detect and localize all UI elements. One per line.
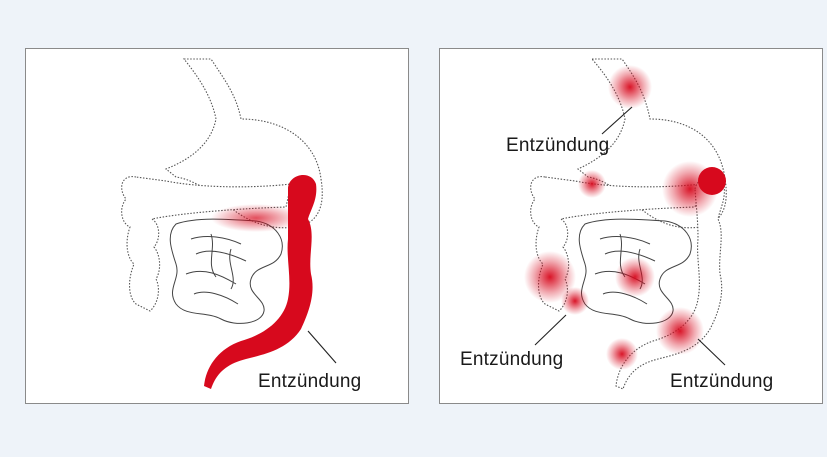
digestive-tract-illustration-left	[26, 49, 409, 404]
leader-line	[535, 315, 566, 345]
inflammation-spot	[608, 65, 652, 109]
inflammation-label: Entzündung	[258, 371, 361, 393]
inflammation-label: Entzündung	[506, 135, 609, 157]
inflammation-spot	[656, 307, 704, 355]
inflammation-spot	[698, 167, 726, 195]
inflammation-label: Entzündung	[670, 371, 773, 393]
large-intestine-shape	[122, 177, 291, 311]
leader-line	[308, 331, 336, 363]
diagram-panel-right: Entzündung Entzündung Entzündung	[439, 48, 823, 404]
inflammation-spot	[561, 287, 589, 315]
inflammation-spot	[578, 170, 606, 198]
inflammation-spot	[615, 257, 655, 297]
leader-line	[698, 339, 725, 365]
inflammation-label: Entzündung	[460, 349, 563, 371]
diagram-panel-left: Entzündung	[25, 48, 409, 404]
small-intestine-shape	[170, 219, 282, 323]
inflammation-spot	[606, 338, 638, 370]
